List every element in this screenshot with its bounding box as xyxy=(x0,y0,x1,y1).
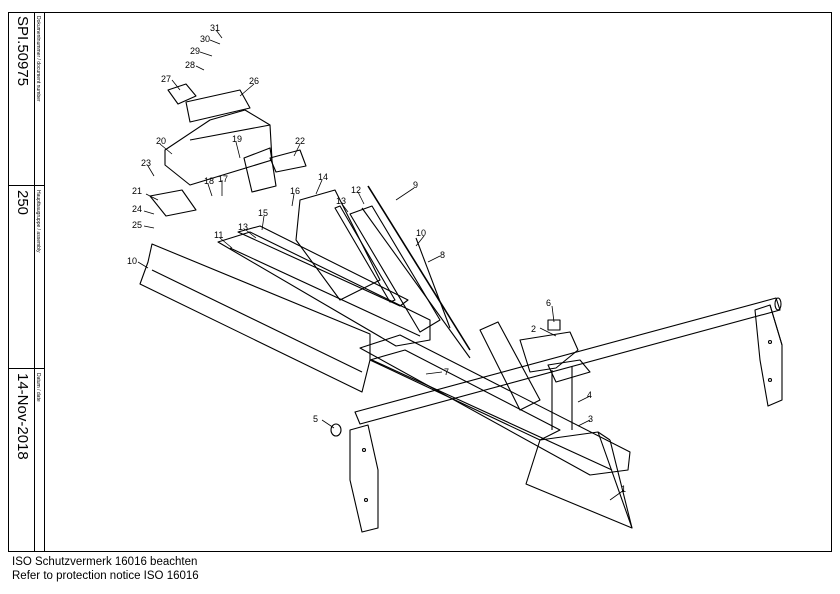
callout-21: 21 xyxy=(132,186,142,196)
plow-blade-10 xyxy=(139,243,371,393)
front-blade-plate xyxy=(525,431,633,529)
callout-13-upper: 13 xyxy=(336,196,346,206)
strip-13b xyxy=(237,225,409,307)
callout-8: 8 xyxy=(440,250,445,260)
bracket-plate xyxy=(479,321,541,411)
callout-2: 2 xyxy=(531,324,536,334)
callout-25: 25 xyxy=(132,220,142,230)
mount-plate-26 xyxy=(185,89,251,123)
protection-notice-en: Refer to protection notice ISO 16016 xyxy=(12,570,199,582)
main-beam xyxy=(359,334,631,476)
callout-30: 30 xyxy=(200,34,210,44)
callout-19: 19 xyxy=(232,134,242,144)
blade-support-11 xyxy=(217,231,431,347)
callout-11: 11 xyxy=(214,230,223,240)
callout-17: 17 xyxy=(218,174,228,184)
panel-14 xyxy=(295,189,381,301)
clip-27 xyxy=(167,83,197,105)
callout-23: 23 xyxy=(141,158,151,168)
callout-12: 12 xyxy=(351,185,361,195)
block-22 xyxy=(269,149,307,173)
callout-1: 1 xyxy=(621,484,626,494)
callout-18: 18 xyxy=(204,176,214,186)
bracket-20 xyxy=(164,109,273,186)
callout-22: 22 xyxy=(295,136,305,146)
callout-13-lower: 13 xyxy=(238,222,248,232)
plate-21 xyxy=(149,189,197,217)
drawing-frame xyxy=(8,12,832,552)
left-side-bracket xyxy=(349,424,379,533)
callout-24: 24 xyxy=(132,204,142,214)
knob-5 xyxy=(330,423,342,437)
cross-tube xyxy=(354,297,781,425)
side-plate-12 xyxy=(349,205,441,333)
callout-27: 27 xyxy=(161,74,171,84)
callout-7: 7 xyxy=(444,367,449,377)
callout-14: 14 xyxy=(318,172,328,182)
callout-9: 9 xyxy=(413,180,418,190)
callout-10-blade: 10 xyxy=(127,256,137,266)
callout-29: 29 xyxy=(190,46,200,56)
callout-10-rod: 10 xyxy=(416,228,426,238)
strip-13 xyxy=(334,205,396,303)
callout-6: 6 xyxy=(546,298,551,308)
rail-7 xyxy=(369,349,561,441)
callout-26: 26 xyxy=(249,76,259,86)
callout-15: 15 xyxy=(258,208,268,218)
callout-16: 16 xyxy=(290,186,300,196)
title-block-row-divider xyxy=(8,368,44,369)
callout-4: 4 xyxy=(587,390,592,400)
right-side-bracket xyxy=(754,304,783,407)
callout-28: 28 xyxy=(185,60,195,70)
callout-5: 5 xyxy=(313,414,318,424)
callout-3: 3 xyxy=(588,414,593,424)
title-block-row-divider xyxy=(8,185,44,186)
bracket-19 xyxy=(243,147,277,193)
title-block-border xyxy=(44,12,45,552)
title-block-divider xyxy=(34,12,35,552)
mount-bracket-2 xyxy=(519,331,579,373)
callout-20: 20 xyxy=(156,136,166,146)
callout-31: 31 xyxy=(210,23,220,33)
protection-notice-de: ISO Schutzvermerk 16016 beachten xyxy=(12,556,198,568)
